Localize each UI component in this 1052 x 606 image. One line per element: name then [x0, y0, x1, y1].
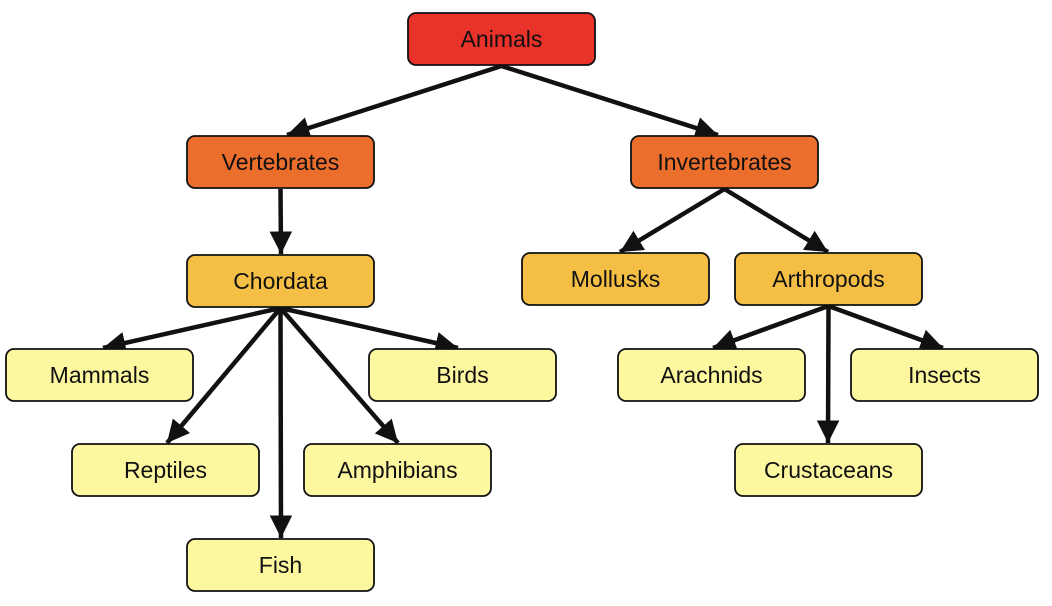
node-birds: Birds [368, 348, 557, 402]
arrow-invertebrates-to-mollusks [618, 187, 726, 254]
arrow-arthropods-to-insects [827, 303, 944, 351]
node-label: Insects [908, 362, 981, 388]
node-label: Fish [259, 552, 302, 578]
node-label: Arachnids [660, 362, 762, 388]
node-box [186, 135, 375, 189]
node-label: Animals [461, 26, 543, 52]
node-box [186, 254, 375, 308]
node-label: Mollusks [571, 266, 660, 292]
arrow-animals-to-invertebrates [500, 63, 719, 139]
node-animals: Animals [407, 12, 596, 66]
node-chordata: Chordata [186, 254, 375, 308]
node-label: Arthropods [772, 266, 885, 292]
edges [102, 63, 944, 539]
arrow-arthropods-to-arachnids [712, 303, 830, 351]
node-box [5, 348, 194, 402]
node-arthropods: Arthropods [734, 252, 923, 306]
arrow-chordata-to-amphibians [278, 306, 400, 445]
arrow-chordata-to-fish [269, 307, 293, 539]
node-mammals: Mammals [5, 348, 194, 402]
arrow-chordata-to-birds [280, 305, 459, 355]
node-box [617, 348, 806, 402]
node-insects: Insects [850, 348, 1039, 402]
arrow-arthropods-to-crustaceans [816, 305, 840, 444]
node-label: Amphibians [337, 457, 457, 483]
node-label: Vertebrates [222, 149, 340, 175]
node-box [734, 252, 923, 306]
node-box [521, 252, 710, 306]
node-box [630, 135, 819, 189]
node-label: Chordata [233, 268, 328, 294]
node-amphibians: Amphibians [303, 443, 492, 497]
node-fish: Fish [186, 538, 375, 592]
node-mollusks: Mollusks [521, 252, 710, 306]
node-box [734, 443, 923, 497]
arrow-vertebrates-to-chordata [269, 188, 293, 255]
node-reptiles: Reptiles [71, 443, 260, 497]
node-vertebrates: Vertebrates [186, 135, 375, 189]
node-label: Mammals [50, 362, 150, 388]
node-box [407, 12, 596, 66]
node-box [186, 538, 375, 592]
arrow-invertebrates-to-arthropods [723, 187, 830, 254]
arrow-animals-to-vertebrates [286, 63, 503, 139]
node-invertebrates: Invertebrates [630, 135, 819, 189]
node-box [368, 348, 557, 402]
arrow-chordata-to-mammals [102, 305, 281, 355]
node-box [71, 443, 260, 497]
node-label: Crustaceans [764, 457, 893, 483]
node-crustaceans: Crustaceans [734, 443, 923, 497]
node-label: Reptiles [124, 457, 207, 483]
node-arachnids: Arachnids [617, 348, 806, 402]
arrow-chordata-to-reptiles [165, 306, 283, 445]
node-label: Birds [436, 362, 488, 388]
node-box [303, 443, 492, 497]
node-box [850, 348, 1039, 402]
node-label: Invertebrates [657, 149, 791, 175]
